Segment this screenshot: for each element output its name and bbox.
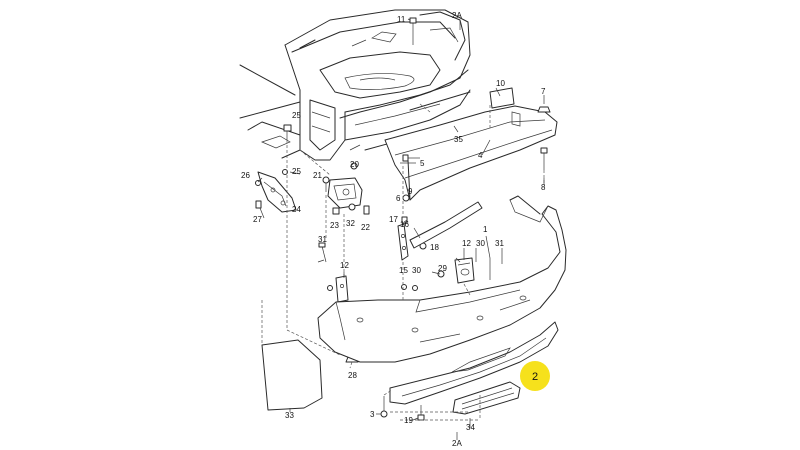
bumper-carrier (384, 87, 558, 201)
highlight-callout-2[interactable]: 2 (520, 361, 550, 391)
diffuser-panel (389, 321, 559, 405)
callout-leaders (257, 18, 545, 440)
label-8: 8 (541, 183, 546, 192)
screw-22 (363, 205, 370, 215)
label-4: 4 (478, 151, 483, 160)
screw-3 (380, 396, 388, 418)
lower-insert-34 (452, 381, 521, 415)
screw-29 (437, 270, 445, 278)
screw-19 (417, 405, 425, 421)
label-24: 24 (292, 205, 301, 214)
label-17: 17 (389, 215, 398, 224)
label-18: 18 (430, 243, 439, 252)
label-12-left: 12 (340, 261, 349, 270)
clip-23 (332, 207, 340, 215)
label-35: 35 (454, 135, 463, 144)
screw-27 (255, 200, 262, 209)
label-22: 22 (361, 223, 370, 232)
screw-31 (318, 242, 327, 263)
label-19: 19 (404, 416, 413, 425)
label-26: 26 (241, 171, 250, 180)
screw-11 (409, 17, 417, 45)
label-34: 34 (466, 423, 475, 432)
label-25-top: 25 (292, 111, 301, 120)
label-23: 23 (330, 221, 339, 230)
left-side-bracket (257, 171, 297, 213)
fasteners (255, 17, 551, 421)
label-28: 28 (348, 371, 357, 380)
bumper-cover (317, 195, 567, 363)
label-5: 5 (420, 159, 425, 168)
label-3: 3 (370, 410, 375, 419)
label-1: 1 (483, 225, 488, 234)
label-31-left: 31 (318, 235, 327, 244)
label-11: 11 (397, 15, 406, 24)
screw-21 (322, 176, 330, 192)
sensor-bracket (454, 257, 475, 284)
label-30-left: 30 (412, 266, 421, 275)
label-2A-top: 2A (452, 11, 462, 20)
screw-12 (327, 285, 333, 291)
callout-labels: 11 2A 10 7 25 35 5 4 20 21 9 6 8 26 25 2… (241, 11, 546, 448)
screw-26 (255, 180, 261, 186)
bolt-8 (540, 147, 548, 170)
nut-7 (537, 106, 551, 113)
label-25-side: 25 (292, 167, 301, 176)
screw-25-top (283, 124, 292, 140)
clip-32 (348, 203, 356, 211)
screw-25-side (282, 169, 288, 175)
label-30-right: 30 (476, 239, 485, 248)
label-6: 6 (396, 194, 401, 203)
label-33: 33 (285, 411, 294, 420)
label-10: 10 (496, 79, 505, 88)
screw-15 (401, 284, 407, 290)
small-bracket-left (335, 275, 349, 303)
screw-5 (402, 154, 420, 162)
guide-lines (261, 103, 545, 421)
label-21: 21 (313, 171, 322, 180)
label-15: 15 (399, 266, 408, 275)
screw-20 (350, 162, 358, 170)
side-guide-right (397, 223, 409, 261)
nut-30 (412, 285, 418, 291)
label-31-right: 31 (495, 239, 504, 248)
label-20: 20 (350, 160, 359, 169)
label-32: 32 (346, 219, 355, 228)
mud-flap-33 (261, 339, 323, 411)
label-29: 29 (438, 264, 447, 273)
label-2-highlight: 2 (532, 371, 538, 383)
center-bracket (327, 177, 363, 209)
label-16: 16 (400, 220, 409, 229)
trim-strip-16 (409, 201, 483, 249)
label-9: 9 (408, 187, 413, 196)
label-12-right: 12 (462, 239, 471, 248)
label-2A-bottom: 2A (452, 439, 462, 448)
highlight-circle[interactable] (520, 361, 550, 391)
label-27: 27 (253, 215, 262, 224)
label-7: 7 (541, 87, 546, 96)
